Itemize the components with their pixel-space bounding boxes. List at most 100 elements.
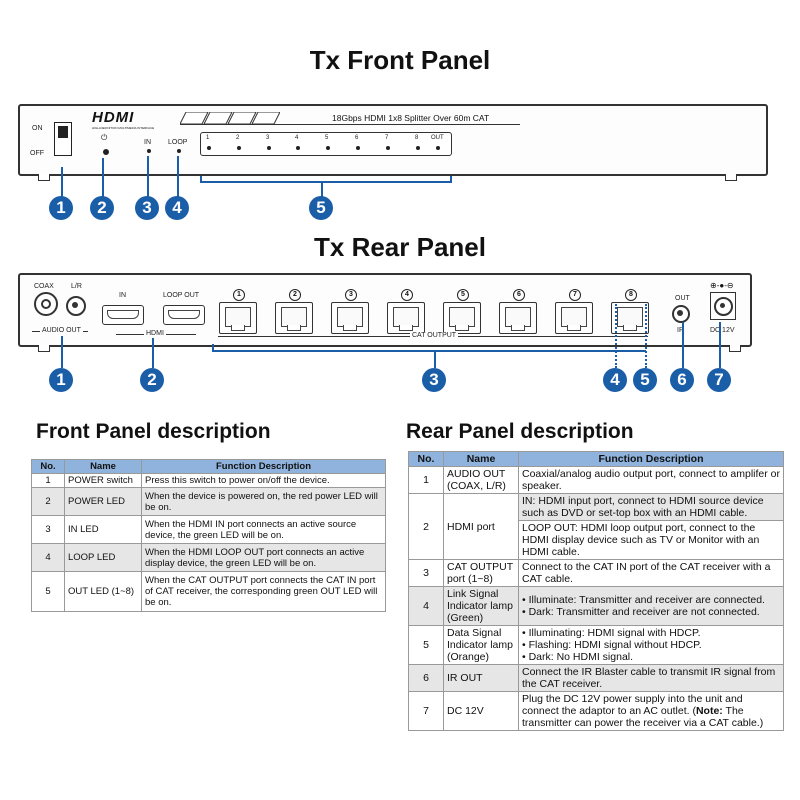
cat-output-port[interactable]	[555, 302, 593, 334]
row-number: 7	[408, 691, 444, 731]
rear-panel-device: COAX L/R AUDIO OUT IN LOOP OUT HDMI 1 2 …	[18, 273, 752, 347]
dc-polarity-icon: ⊕-●-⊖	[710, 281, 734, 290]
cat-port-number: 2	[289, 289, 301, 301]
bullet-line: • Flashing: HDMI signal without HDCP.	[522, 639, 702, 651]
audio-out-label: AUDIO OUT	[40, 327, 83, 334]
callout-line	[61, 336, 63, 368]
callout-line	[102, 158, 104, 197]
table-row: 1 POWER switch Press this switch to powe…	[31, 473, 386, 488]
table-row: LOOP OUT: HDMI loop output port, connect…	[409, 520, 784, 560]
out-led-label: 2	[236, 135, 240, 141]
callout-line	[719, 322, 721, 368]
out-led	[207, 146, 211, 150]
row-name: OUT LED (1~8)	[64, 571, 142, 612]
row-name: LOOP LED	[64, 543, 142, 572]
cat-port-number: 6	[513, 289, 525, 301]
callout-dotted-line	[645, 304, 647, 368]
column-header: Name	[64, 459, 142, 474]
cat-output-port[interactable]	[499, 302, 537, 334]
row-description: When the device is powered on, the red p…	[141, 487, 386, 516]
desc-text: Plug the DC 12V power supply into the un…	[522, 693, 743, 717]
column-header: No.	[31, 459, 65, 474]
bullet-line: • Illuminating: HDMI signal with HDCP.	[522, 627, 701, 639]
panel-foot	[38, 345, 50, 352]
callout-line	[682, 322, 684, 368]
row-description: • Illuminating: HDMI signal with HDCP. •…	[518, 625, 784, 665]
out-led	[436, 146, 440, 150]
product-text: 18Gbps HDMI 1x8 Splitter Over 60m CAT	[332, 113, 490, 123]
column-header: Function Description	[518, 451, 784, 467]
rear-callout-2: 2	[140, 368, 164, 392]
front-callout-3: 3	[135, 196, 159, 220]
cat-output-port[interactable]	[443, 302, 481, 334]
out-led	[267, 146, 271, 150]
row-description: IN: HDMI input port, connect to HDMI sou…	[518, 493, 784, 521]
row-name: Link Signal Indicator lamp (Green)	[443, 586, 519, 626]
table-row: 3 IN LED When the HDMI IN port connects …	[31, 515, 386, 544]
table-row: 4 Link Signal Indicator lamp (Green) • I…	[408, 586, 784, 626]
ir-out-label: OUT	[675, 295, 690, 302]
table-row: 2 POWER LED When the device is powered o…	[31, 487, 386, 516]
front-desc-table: No. Name Function Description 1 POWER sw…	[31, 459, 386, 612]
cat-port-number: 5	[457, 289, 469, 301]
row-description: When the HDMI IN port connects an active…	[141, 515, 386, 544]
callout-line	[321, 181, 323, 197]
cat-output-port[interactable]	[219, 302, 257, 334]
out-led	[326, 146, 330, 150]
cat-port-number: 7	[569, 289, 581, 301]
cat-output-port[interactable]	[387, 302, 425, 334]
loop-led	[177, 149, 181, 153]
bullet-line: • Dark: No HDMI signal.	[522, 651, 634, 663]
out-led-label: 6	[355, 135, 359, 141]
table-header-row: No. Name Function Description	[408, 451, 784, 467]
rear-desc-heading: Rear Panel description	[406, 420, 634, 443]
row-name: IN LED	[64, 515, 142, 544]
front-callout-5: 5	[309, 196, 333, 220]
cat-output-port[interactable]	[331, 302, 369, 334]
loop-led-label: LOOP	[168, 139, 188, 146]
lr-audio-jack[interactable]	[66, 296, 86, 316]
cat-output-port[interactable]	[275, 302, 313, 334]
row-description: Connect the IR Blaster cable to transmit…	[518, 664, 784, 692]
hdmi-in-port[interactable]	[102, 305, 144, 325]
rear-callout-4: 4	[603, 368, 627, 392]
out-led-label: 4	[295, 135, 299, 141]
row-name: POWER LED	[64, 487, 142, 516]
callout-line	[152, 338, 154, 368]
banner-stripes	[180, 112, 280, 125]
row-name: Data Signal Indicator lamp (Orange)	[443, 625, 519, 665]
rear-callout-3: 3	[422, 368, 446, 392]
rear-callout-6: 6	[670, 368, 694, 392]
out-led-label: 1	[206, 135, 210, 141]
callout-line	[147, 156, 149, 197]
dc-power-jack[interactable]	[710, 292, 736, 320]
panel-foot	[729, 345, 741, 352]
rear-desc-table: No. Name Function Description 1 AUDIO OU…	[408, 451, 784, 731]
product-banner: 18Gbps HDMI 1x8 Splitter Over 60m CAT	[180, 112, 520, 125]
hdmi-loop-out-port[interactable]	[163, 305, 205, 325]
cat-port-number: 8	[625, 289, 637, 301]
row-name: AUDIO OUT (COAX, L/R)	[443, 466, 519, 494]
callout-dotted-line	[615, 304, 617, 368]
table-row: 1 AUDIO OUT (COAX, L/R) Coaxial/analog a…	[408, 466, 784, 494]
row-description: Plug the DC 12V power supply into the un…	[518, 691, 784, 731]
rear-callout-7: 7	[707, 368, 731, 392]
row-name: IR OUT	[443, 664, 519, 692]
lr-label: L/R	[71, 283, 82, 290]
table-header-row: No. Name Function Description	[31, 459, 386, 474]
front-callout-4: 4	[165, 196, 189, 220]
row-description: Coaxial/analog audio output port, connec…	[518, 466, 784, 494]
cat-output-port[interactable]	[611, 302, 649, 334]
rear-callout-1: 1	[49, 368, 73, 392]
out-led	[237, 146, 241, 150]
in-led-label: IN	[144, 139, 151, 146]
ir-out-jack[interactable]	[672, 305, 690, 323]
switch-on-label: ON	[32, 125, 43, 132]
column-header: No.	[408, 451, 444, 467]
power-icon: ⏻	[101, 133, 108, 142]
coax-port[interactable]	[34, 292, 58, 316]
front-callout-2: 2	[90, 196, 114, 220]
out-led-label: 5	[325, 135, 329, 141]
power-switch[interactable]	[54, 122, 72, 156]
row-number: 6	[408, 664, 444, 692]
